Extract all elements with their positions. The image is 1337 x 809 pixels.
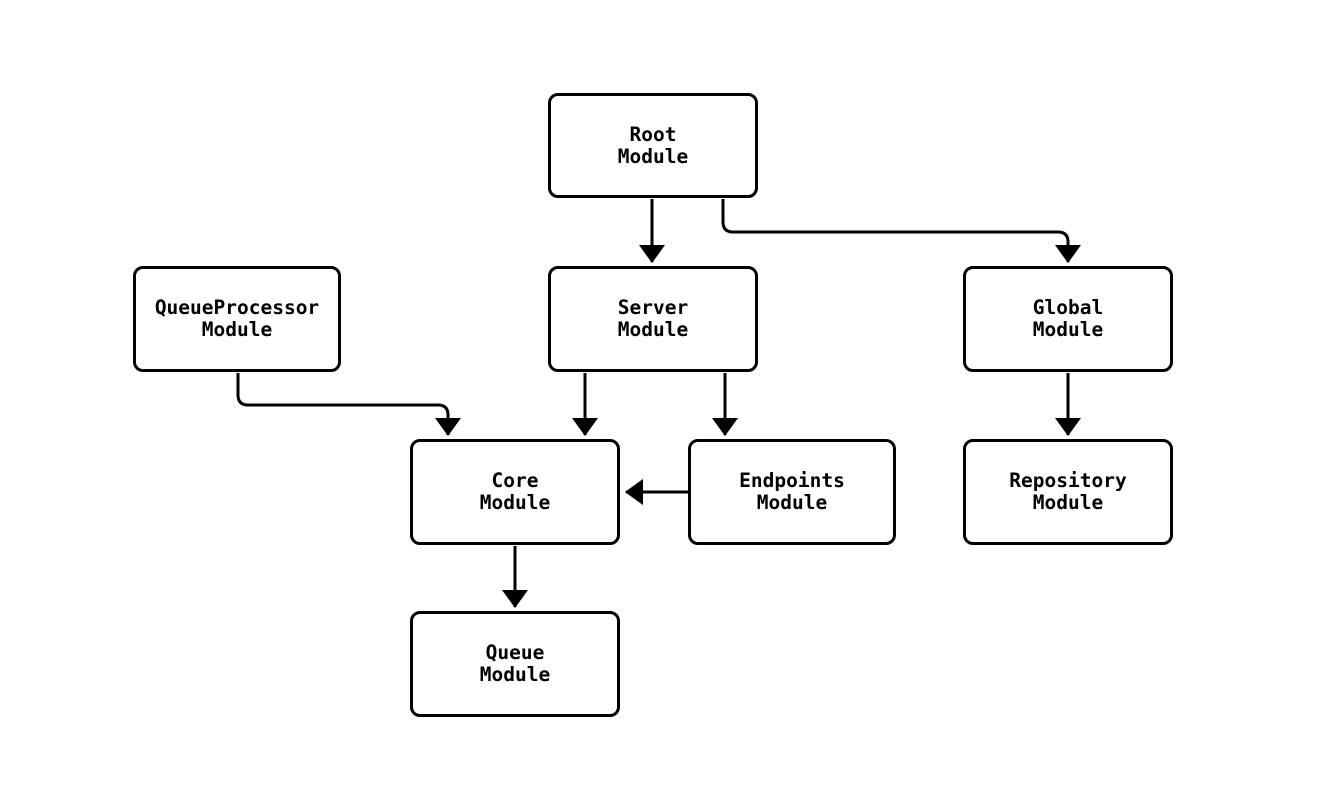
node-endpoints-module: Endpoints Module	[688, 439, 896, 545]
node-queueprocessor-module: QueueProcessor Module	[133, 266, 341, 372]
node-server-module: Server Module	[548, 266, 758, 372]
node-core-module-label: Core Module	[479, 469, 551, 514]
node-root-module: Root Module	[548, 93, 758, 198]
node-global-module-label: Global Module	[1032, 296, 1104, 341]
node-queue-module: Queue Module	[410, 611, 620, 717]
node-repository-module: Repository Module	[963, 439, 1173, 545]
node-root-module-label: Root Module	[617, 122, 689, 168]
node-global-module: Global Module	[963, 266, 1173, 372]
node-server-module-label: Server Module	[617, 296, 689, 341]
node-queue-module-label: Queue Module	[479, 641, 551, 686]
edge-root-to-global	[721, 199, 1081, 263]
node-endpoints-module-label: Endpoints Module	[739, 469, 845, 514]
node-core-module: Core Module	[410, 439, 620, 545]
edge-queueprocessor-to-core	[236, 373, 461, 436]
node-repository-module-label: Repository Module	[1009, 469, 1127, 514]
node-queueprocessor-module-label: QueueProcessor Module	[154, 296, 320, 341]
